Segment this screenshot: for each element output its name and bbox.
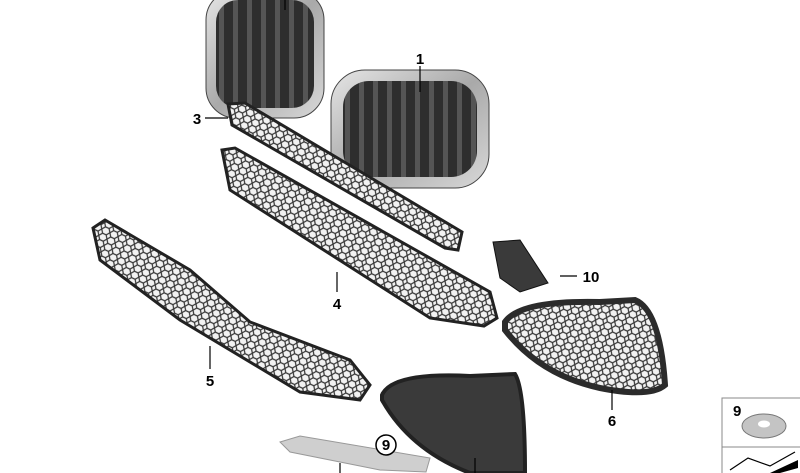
lock-washer-icon [741,413,787,439]
kidney-grille-left [205,0,325,119]
callout-6: 6 [608,413,616,430]
grille-insert-part-6 [502,296,669,396]
bracket-part-10 [492,239,549,293]
callout-4: 4 [333,296,342,313]
legend-box: 9 [721,397,800,473]
grille-insert-lower [380,371,528,473]
callout-5: 5 [206,373,214,390]
callout-1: 1 [416,51,424,68]
callout-10: 10 [583,269,600,286]
circled-callout-9: 9 [382,437,390,454]
legend-label-9: 9 [733,403,741,420]
grille-mesh-part-3 [226,101,464,252]
grille-mesh-part-4 [220,146,499,328]
kidney-grille-right [330,69,490,189]
grille-mesh-part-5 [91,218,372,402]
trim-strip [279,435,431,473]
circled-callout-ring [375,434,397,456]
callout-3: 3 [193,111,201,128]
strip-profile-icon [729,451,798,473]
